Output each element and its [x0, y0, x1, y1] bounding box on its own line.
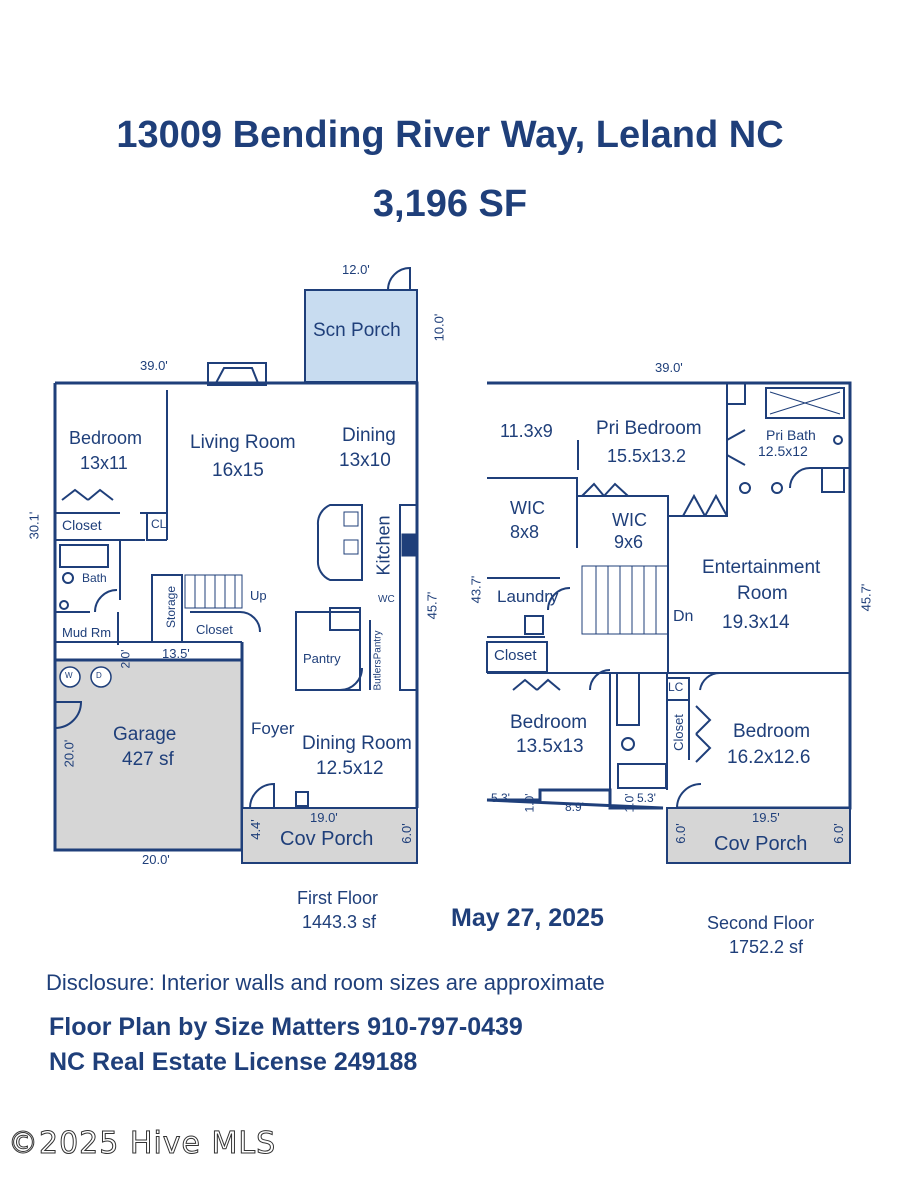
dim-first-floor-top: 39.0': [140, 358, 168, 373]
cov-porch-label-2f: Cov Porch: [714, 833, 808, 855]
closet2-label: Closet: [196, 622, 233, 637]
dim-garage-side: 20.0': [61, 739, 77, 768]
square-footage-title: 3,196 SF: [372, 183, 528, 225]
bedroom1-label: Bedroom: [510, 712, 588, 733]
wic2-label: WIC: [612, 510, 647, 530]
primary-bedroom-size: 15.5x13.2: [607, 446, 687, 466]
primary-bath-size: 12.5x12: [758, 443, 808, 459]
screened-porch-label: Scn Porch: [313, 320, 401, 341]
first-floor-area: 1443.3 sf: [302, 912, 377, 932]
dining-room-label: Dining Room: [302, 733, 412, 754]
cov-porch-label: Cov Porch: [280, 828, 374, 850]
pantry-label: Pantry: [303, 651, 341, 666]
wic1-label: WIC: [510, 498, 545, 518]
garage-size: 427 sf: [122, 749, 174, 770]
dim-garage-bottom: 20.0': [142, 852, 170, 867]
stairs-down-label: Dn: [673, 608, 694, 625]
dim-porch-left: 4.4': [247, 819, 263, 840]
dim-bath-right: 5.3': [637, 791, 656, 805]
bath-label: Bath: [82, 571, 107, 585]
dim-bed-left: 5.3': [491, 791, 510, 805]
second-floor-area: 1752.2 sf: [729, 937, 804, 957]
dim-second-porch-left: 6.0': [672, 823, 688, 844]
foyer-label: Foyer: [251, 719, 295, 738]
stairs-up-label: Up: [250, 588, 267, 603]
bedroom2-label: Bedroom: [733, 721, 811, 742]
wic1-size: 8x8: [510, 522, 540, 542]
second-floor-label: Second Floor: [707, 913, 815, 933]
dining-room-size: 12.5x12: [316, 758, 384, 779]
dim-mid-width: 13.5': [162, 646, 190, 661]
disclosure-text: Disclosure: Interior walls and room size…: [46, 970, 605, 995]
bedroom-size: 13x11: [80, 453, 128, 473]
dim-mud-gap: 2.0': [118, 649, 133, 669]
dim-second-porch-right: 6.0': [830, 823, 846, 844]
closet-label: Closet: [62, 517, 102, 533]
bedroom2-size: 16.2x12.6: [727, 747, 811, 768]
plan-date: May 27, 2025: [451, 904, 604, 932]
front-porch-shape: [241, 807, 418, 864]
address-title: 13009 Bending River Way, Leland NC: [116, 114, 784, 156]
living-room-size: 16x15: [212, 460, 264, 481]
laundry-label: Laundry: [497, 587, 559, 606]
cl-label: CL: [151, 517, 167, 531]
dim-second-floor-top: 39.0': [655, 360, 683, 375]
lc-label: LC: [668, 680, 684, 694]
first-floor-label: First Floor: [297, 888, 378, 908]
washer-label: W: [65, 671, 73, 680]
dryer-label: D: [96, 671, 102, 680]
garage-label: Garage: [113, 724, 177, 745]
kitchen-label: Kitchen: [373, 515, 394, 576]
mud-room-label: Mud Rm: [62, 625, 112, 640]
living-room-label: Living Room: [190, 432, 296, 453]
credit-line-1: Floor Plan by Size Matters 910-797-0439: [49, 1013, 523, 1041]
dim-bath-gap: 1.0': [622, 793, 637, 813]
bedroom-label: Bedroom: [69, 428, 143, 448]
bedroom1-size: 13.5x13: [516, 736, 584, 757]
wc-label: WC: [378, 594, 395, 605]
primary-bedroom-label: Pri Bedroom: [596, 418, 702, 439]
primary-bath-label: Pri Bath: [766, 427, 816, 443]
dim-screen-porch-side: 10.0': [431, 313, 447, 342]
dim-first-floor-right: 45.7': [424, 591, 440, 620]
second-porch-shape: [666, 807, 851, 864]
dim-screen-porch-top: 12.0': [342, 262, 370, 277]
dim-bed-bottom: 8.9': [565, 800, 584, 814]
watermark: ©2025 Hive MLS: [7, 1126, 277, 1162]
room1-size: 11.3x9: [500, 421, 553, 441]
dim-second-floor-right: 45.7': [858, 583, 874, 612]
closet2-label-2f: Closet: [670, 714, 686, 751]
entertainment-room-label2: Room: [737, 583, 788, 604]
dining-label: Dining: [342, 425, 396, 446]
dim-first-floor-left: 30.1': [26, 511, 42, 540]
wic2-size: 9x6: [614, 532, 644, 552]
dim-second-porch: 19.5': [752, 810, 780, 825]
entertainment-room-size: 19.3x14: [722, 612, 790, 633]
entertainment-room-label: Entertainment: [702, 557, 821, 578]
dim-bed-gap: 1.0': [522, 793, 537, 813]
butlers-pantry-label: ButlersPantry: [372, 630, 384, 691]
dining-size: 13x10: [339, 450, 391, 471]
dim-second-floor-left: 43.7': [468, 575, 484, 604]
garage-shape: [53, 658, 244, 852]
dim-front-porch: 19.0': [310, 810, 338, 825]
storage-label: Storage: [164, 585, 179, 629]
credit-line-2: NC Real Estate License 249188: [49, 1048, 418, 1076]
dim-porch-right: 6.0': [398, 823, 414, 844]
closet-label-2f: Closet: [494, 647, 537, 664]
